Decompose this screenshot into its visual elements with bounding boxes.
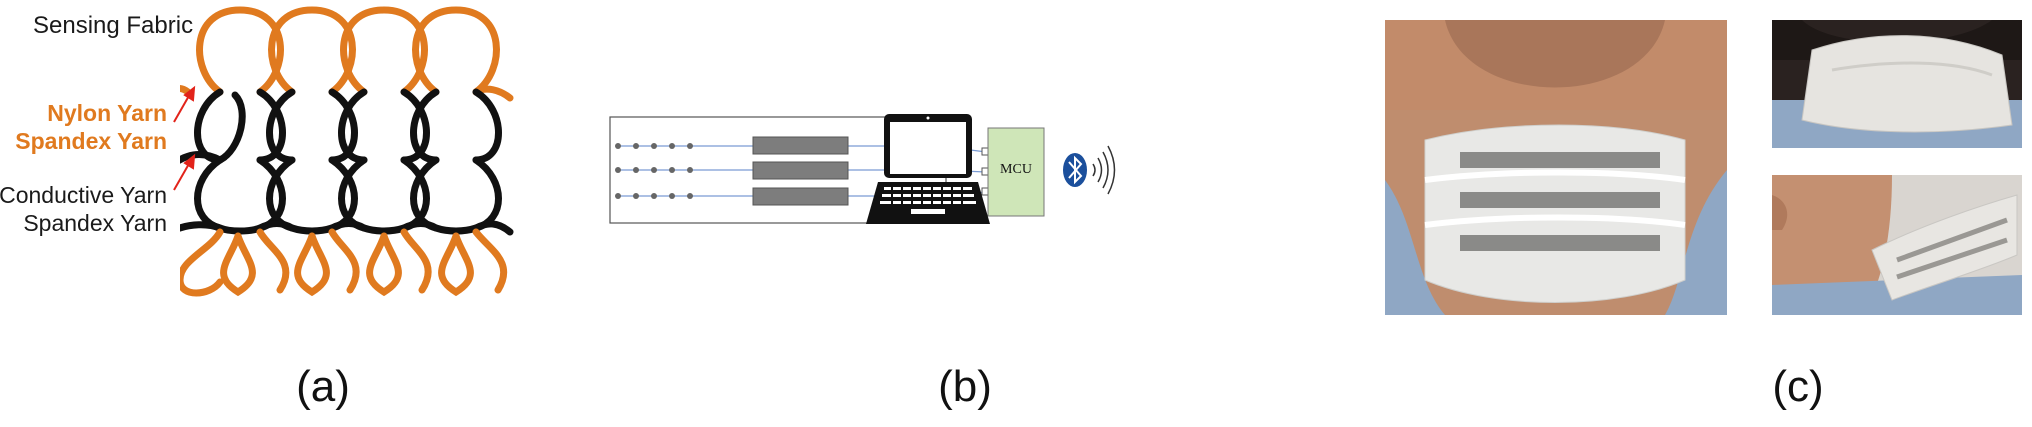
laptop-icon — [866, 114, 990, 224]
black-loops-row-1 — [194, 88, 502, 164]
knit-structure-diagram — [180, 6, 514, 297]
spandex-yarn-orange-label: Spandex Yarn — [15, 128, 167, 154]
spandex-yarn-black-label: Spandex Yarn — [23, 210, 167, 236]
front-view-photo — [1385, 20, 1727, 315]
bluetooth-icon — [1063, 153, 1087, 187]
sensing-bars — [752, 136, 849, 206]
electrode-dots — [615, 143, 943, 199]
orange-bottom-loops — [180, 228, 508, 297]
nylon-yarn-label: Nylon Yarn — [47, 100, 167, 126]
panel-c-label: (c) — [1772, 362, 1824, 411]
sensing-fabric-title: Sensing Fabric — [33, 12, 194, 39]
orange-top-loops — [180, 6, 514, 102]
conductive-yarn-label: Conductive Yarn — [0, 182, 167, 208]
panel-a: Sensing Fabric — [0, 0, 560, 427]
arrow-conductive — [173, 153, 196, 191]
side-view-photo — [1772, 175, 2022, 315]
arrow-nylon — [173, 85, 196, 123]
back-view-photo — [1772, 20, 2022, 148]
black-loops-row-2 — [180, 151, 514, 236]
panel-a-label: (a) — [296, 362, 350, 411]
panel-b-label: (b) — [938, 362, 992, 411]
wireless-signal-icon — [1092, 145, 1116, 195]
mcu-label: MCU — [1000, 162, 1032, 177]
mcu-box — [987, 127, 1045, 217]
label-arrows — [173, 85, 196, 191]
panel-b: MCU (b) — [600, 0, 1300, 427]
panel-c: (c) — [1380, 0, 2032, 427]
